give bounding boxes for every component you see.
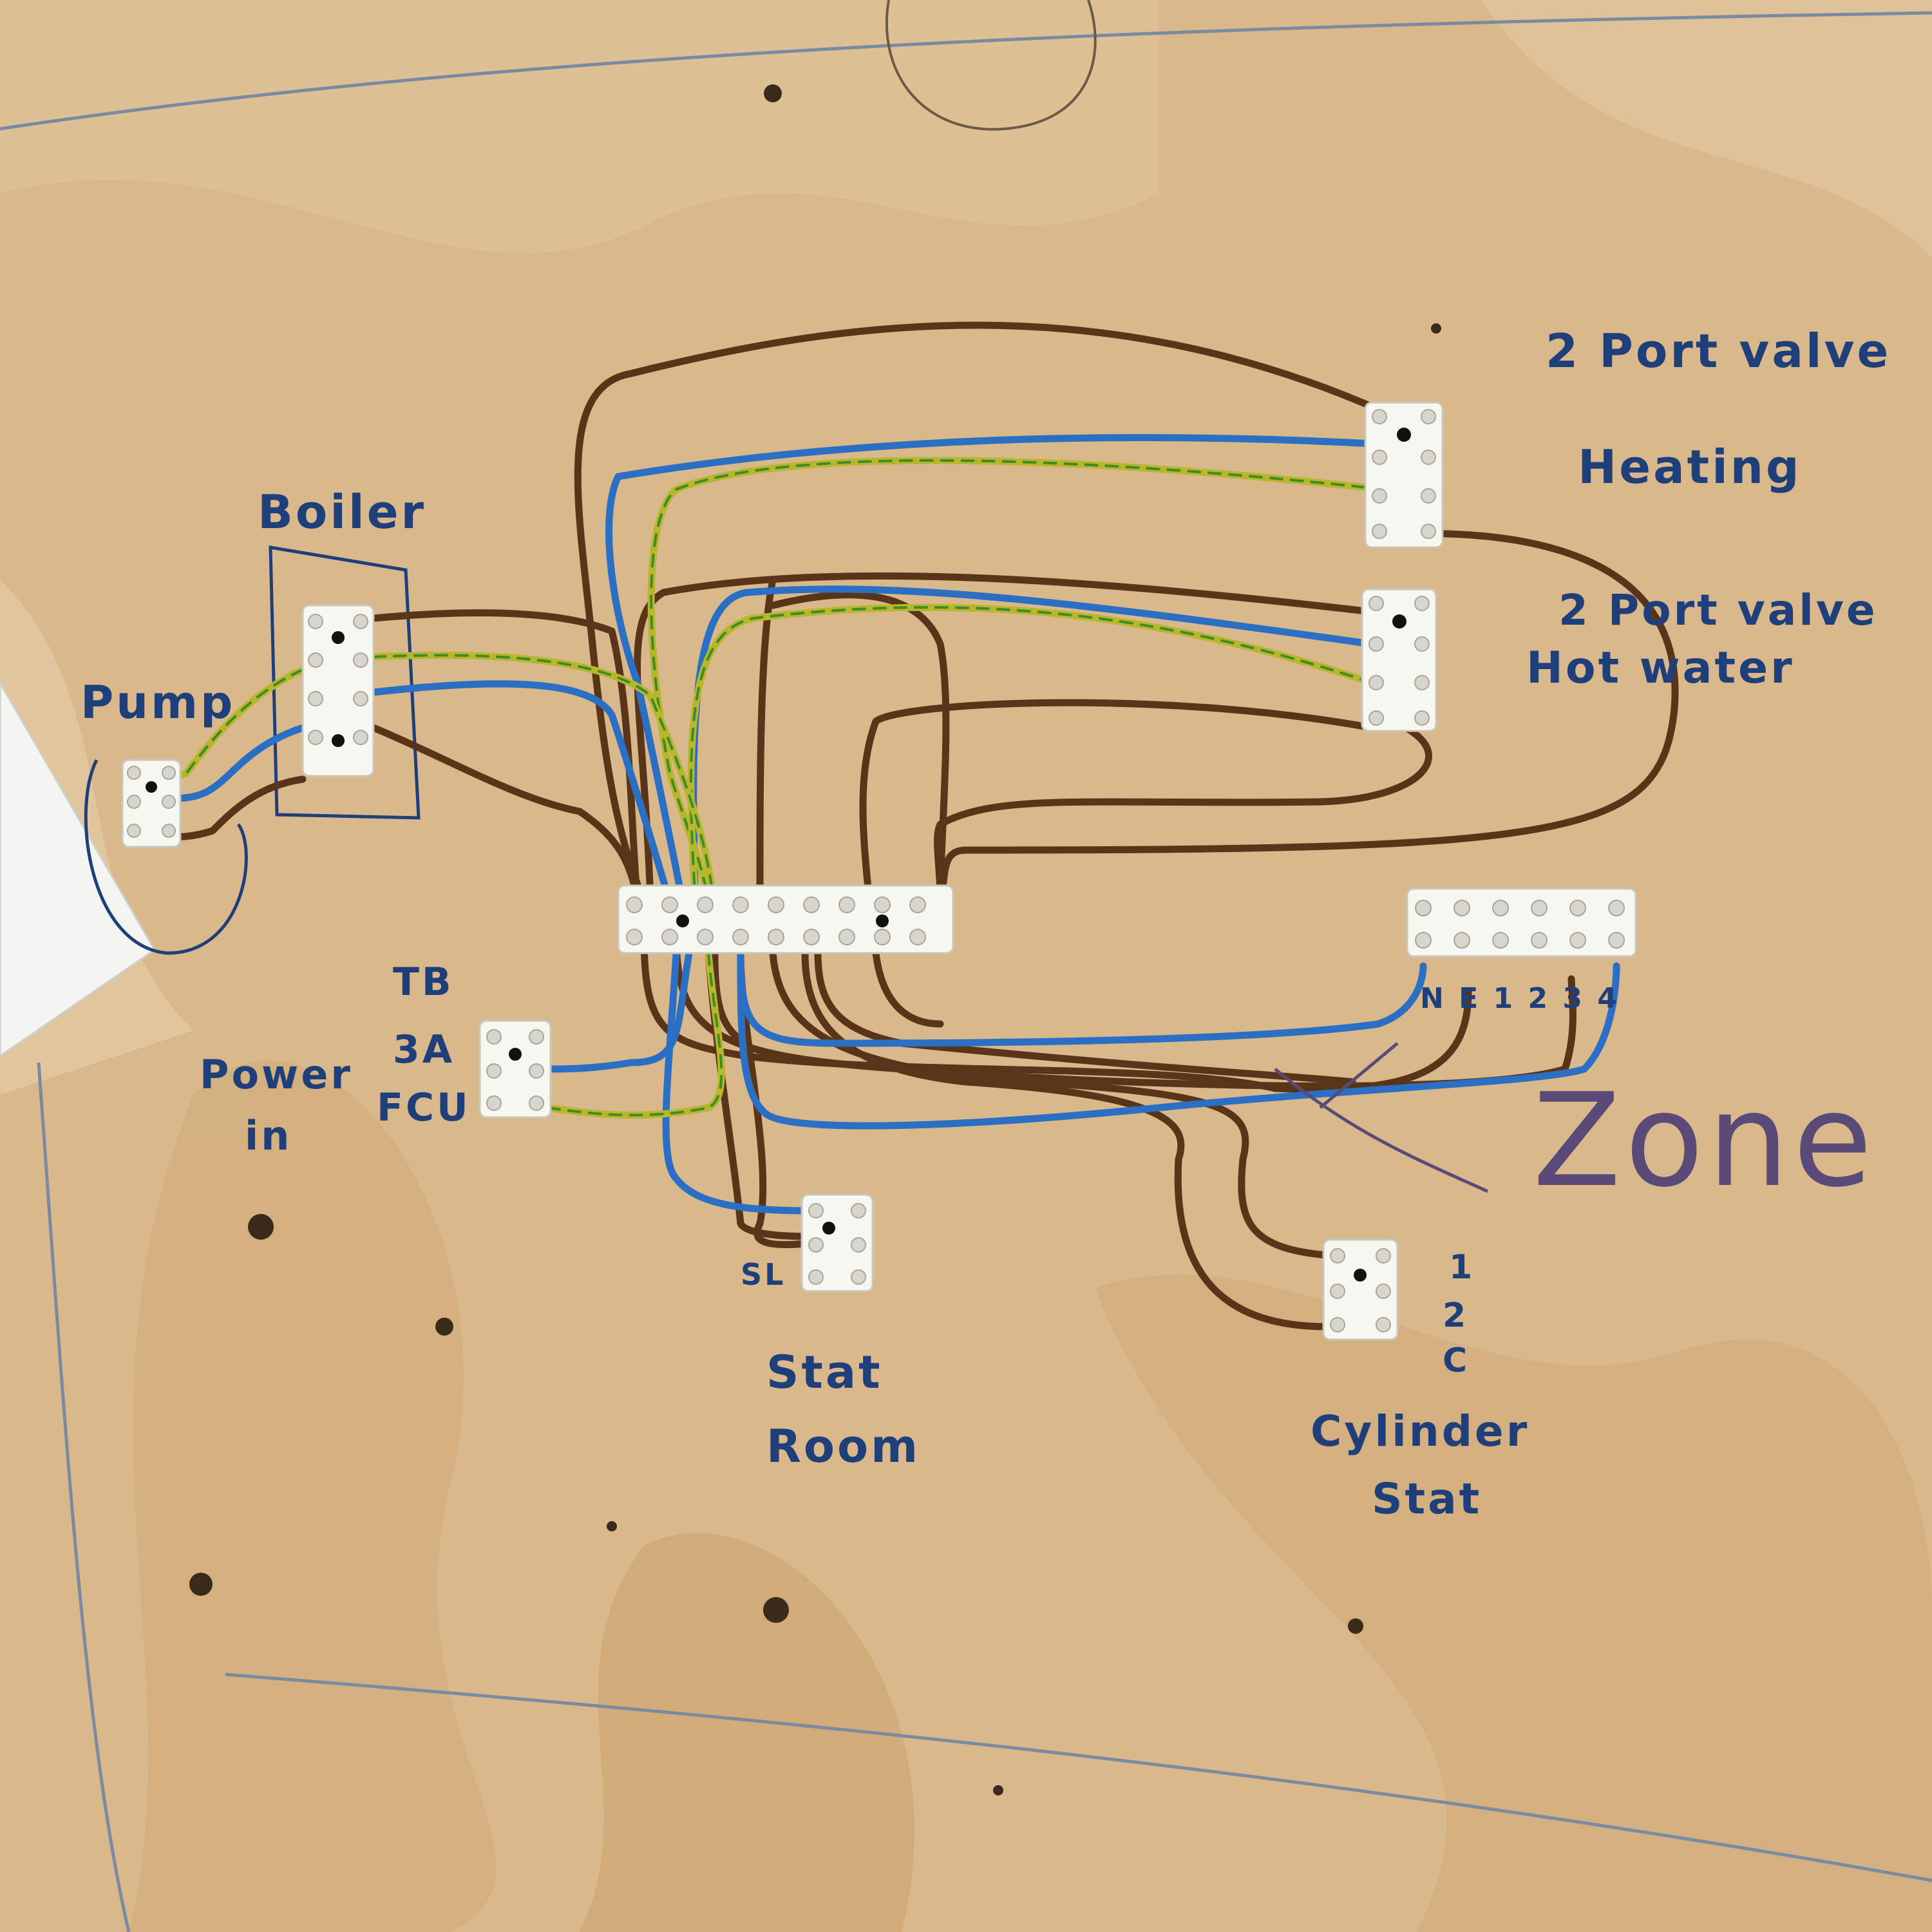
connector-valve-hot-water: [1361, 588, 1437, 732]
pencil-border-line: [37, 1062, 131, 1932]
board-holes: [189, 84, 1441, 1795]
connector-valve-heating: [1364, 401, 1444, 549]
connector-wiring-centre: [617, 884, 954, 954]
label-cyl-terminal-c: C: [1443, 1341, 1470, 1380]
label-cyl-terminal-2: 2: [1443, 1296, 1468, 1335]
label-valve-heating-line2: Heating: [1578, 440, 1802, 494]
pencil-circle: [885, 0, 1097, 131]
label-valve-hw-line1: 2 Port valve: [1558, 585, 1878, 635]
label-power-line2: in: [245, 1112, 292, 1159]
connector-zone: [1406, 887, 1637, 958]
label-room-stat-line1: Stat: [766, 1346, 883, 1399]
label-cyl-stat-line1: Cylinder: [1311, 1406, 1530, 1456]
connector-fcu: [478, 1019, 552, 1119]
pencil-border-line: [0, 11, 1932, 131]
connector-room-stat: [800, 1193, 874, 1293]
label-cyl-terminal-1: 1: [1449, 1248, 1475, 1287]
wires: [151, 321, 1679, 1331]
label-room-stat-line2: Room: [766, 1420, 920, 1473]
label-boiler: Boiler: [258, 485, 426, 539]
paper-sheet: [0, 681, 156, 1057]
boiler-outline: [269, 545, 421, 820]
label-valve-heating-line1: 2 Port valve: [1546, 324, 1891, 378]
label-pump: Pump: [80, 676, 235, 729]
label-room-stat-sl: SL: [741, 1257, 786, 1292]
label-tb-line3: FCU: [377, 1085, 471, 1130]
label-cyl-stat-line2: Stat: [1372, 1474, 1482, 1524]
zone-arrow: [1274, 1042, 1489, 1193]
label-valve-hw-line2: Hot water: [1526, 643, 1795, 694]
connector-cylinder-stat: [1322, 1238, 1399, 1341]
label-zone: Zone: [1533, 1066, 1876, 1216]
pump-circle: [84, 759, 248, 955]
connector-boiler: [301, 604, 375, 777]
pencil-border-line: [225, 1672, 1932, 1882]
label-tb-line1: TB: [393, 960, 454, 1005]
connector-pump: [121, 759, 182, 848]
label-power-line1: Power: [200, 1051, 353, 1098]
label-tb-line2: 3A: [393, 1027, 455, 1072]
label-zone-terminals: N E 1 2 3 4: [1420, 982, 1620, 1015]
